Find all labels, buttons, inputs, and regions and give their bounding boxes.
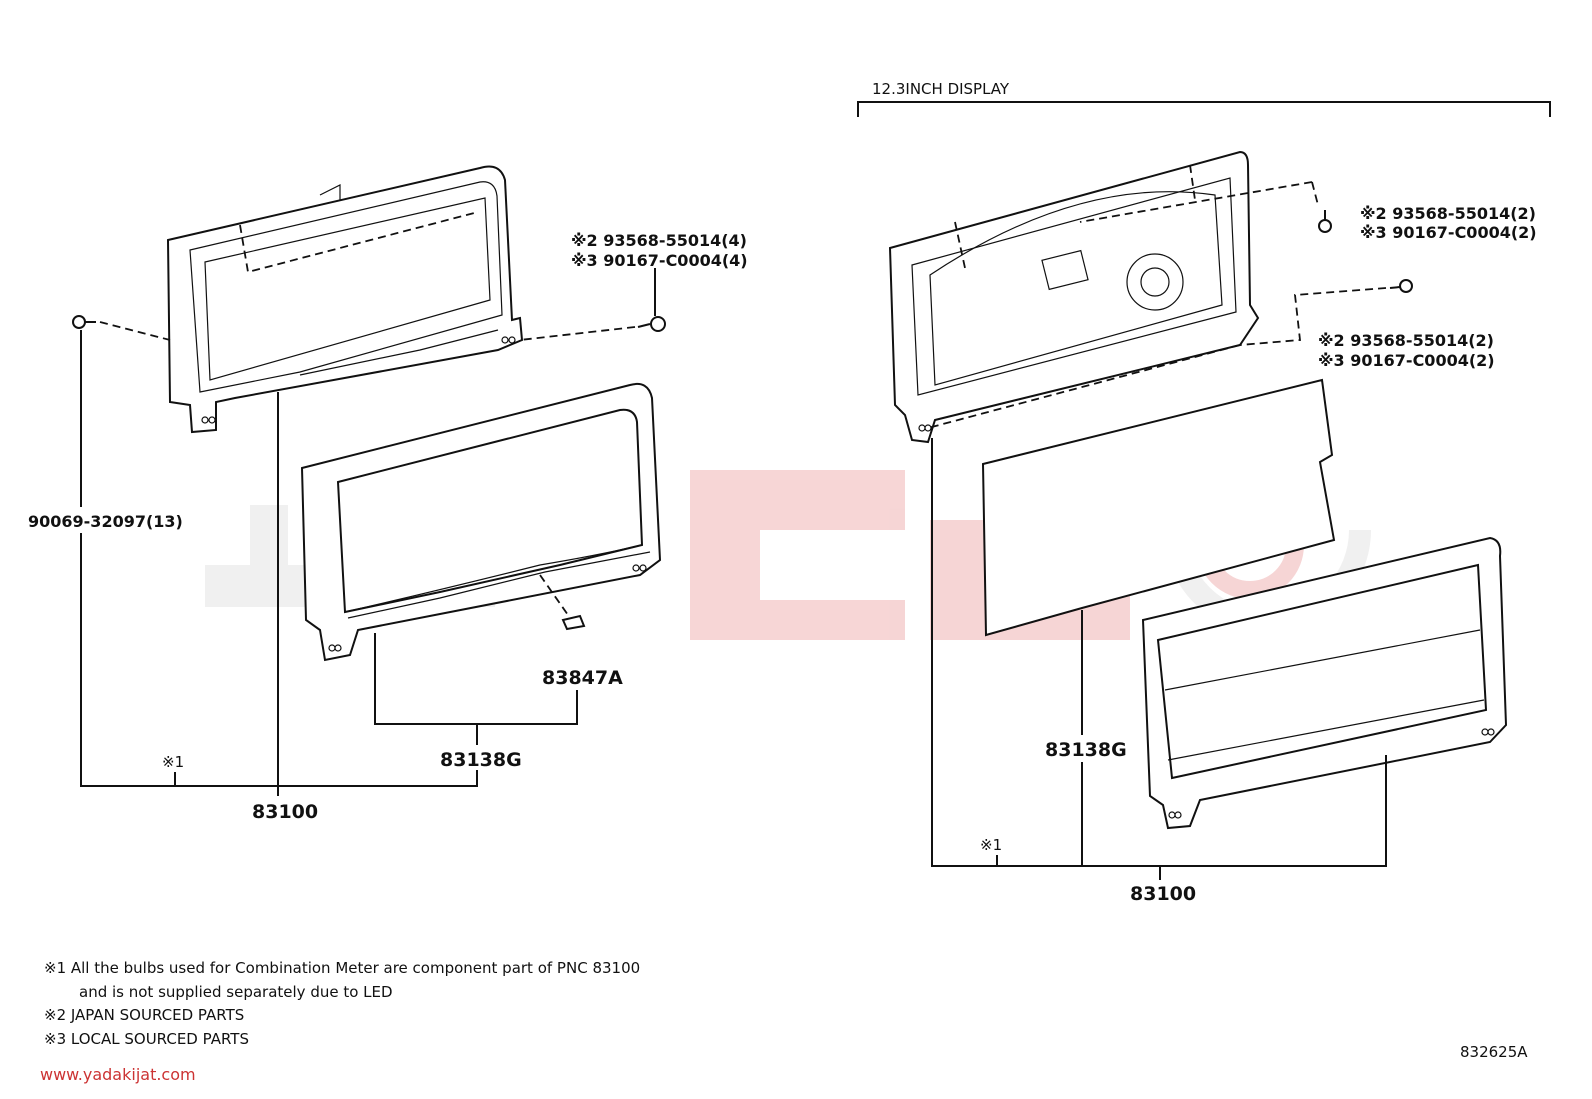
right-note-ref: ※1 (980, 836, 1002, 854)
left-note-ref: ※1 (162, 753, 184, 771)
left-lens-part (561, 614, 586, 631)
lower-bolt-leader (1239, 287, 1387, 346)
right-leader-lines (931, 438, 1387, 880)
left-lens-label: 83847A (542, 667, 623, 689)
bolt-leader (519, 326, 636, 341)
section-header: 12.3INCH DISPLAY (872, 80, 1010, 98)
screw-leader (99, 321, 171, 341)
lens-leader (539, 574, 569, 616)
left-glass-frame (300, 382, 662, 662)
right-lower-bolt-icon (1389, 279, 1413, 293)
screw-icon (72, 315, 96, 329)
left-glass-label: 83138G (440, 749, 522, 771)
right-upper-bolt-icon (1318, 210, 1332, 233)
right-lower-fastener-2: ※3 90167-C0004(2) (1318, 351, 1495, 370)
watermark-url: www.yadakijat.com (40, 1065, 196, 1084)
upper-bolt-leader (1311, 181, 1319, 206)
right-meter-housing (888, 150, 1260, 444)
right-glass-sheet (981, 378, 1336, 637)
left-bolt-icon (637, 316, 666, 332)
section-bracket (857, 101, 1551, 117)
left-leader-lines (80, 330, 578, 796)
right-frame (1141, 536, 1508, 830)
note-1-line-1: ※1 All the bulbs used for Combination Me… (44, 959, 640, 977)
lower-bolt-leader-2 (927, 344, 1241, 429)
right-upper-fastener-2: ※3 90167-C0004(2) (1360, 223, 1537, 242)
diagram-code: 832625A (1460, 1043, 1528, 1061)
right-assy-label: 83100 (1130, 883, 1196, 905)
note-2: ※2 JAPAN SOURCED PARTS (44, 1006, 244, 1024)
right-glass-label: 83138G (1045, 739, 1127, 761)
left-fastener-label-2: ※3 90167-C0004(4) (571, 251, 748, 270)
note-3: ※3 LOCAL SOURCED PARTS (44, 1030, 249, 1048)
upper-bolt-leader-2 (1079, 181, 1313, 223)
left-screw-label: 90069-32097(13) (28, 512, 183, 531)
left-assy-label: 83100 (252, 801, 318, 823)
right-upper-fastener-1: ※2 93568-55014(2) (1360, 204, 1536, 223)
left-meter-housing (166, 165, 524, 434)
note-1-line-2: and is not supplied separately due to LE… (79, 983, 393, 1001)
right-lower-fastener-1: ※2 93568-55014(2) (1318, 331, 1494, 350)
left-fastener-label-1: ※2 93568-55014(4) (571, 231, 747, 250)
